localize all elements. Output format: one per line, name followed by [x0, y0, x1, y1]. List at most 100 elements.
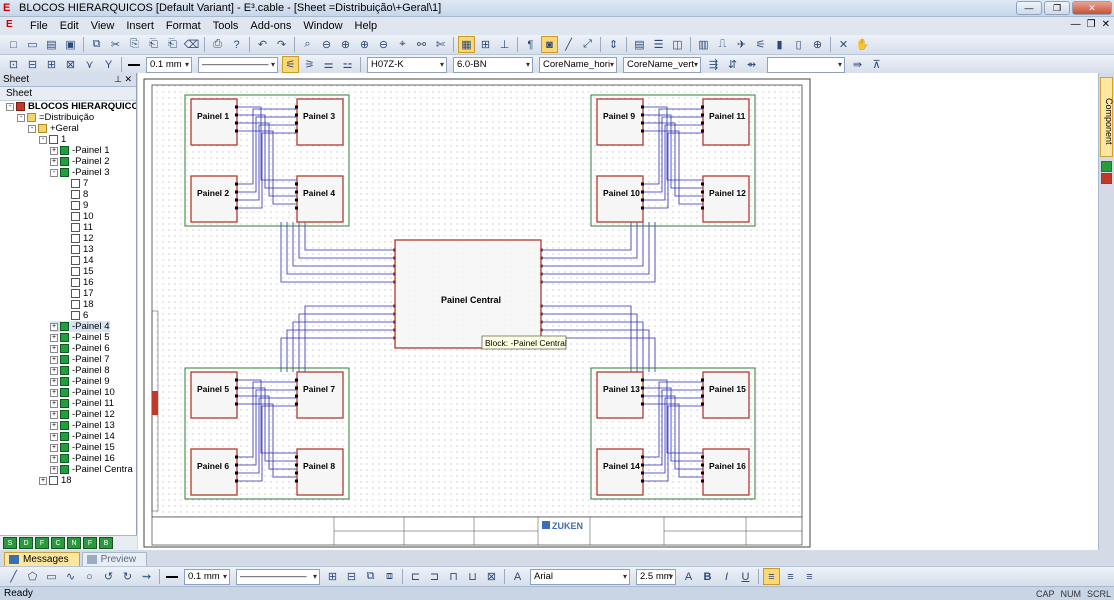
hierarchical-block[interactable]: Painel 7	[295, 371, 344, 419]
panel-tab-net-icon[interactable]: N	[67, 537, 81, 549]
bottom-line-width-select[interactable]: 0.1 mm▾	[184, 568, 230, 585]
align-text-right-icon[interactable]: ≡	[806, 570, 813, 583]
tree-item[interactable]: 11	[61, 222, 93, 233]
select-mode-icon[interactable]: ◙	[541, 36, 558, 53]
expand-icon[interactable]: +	[50, 443, 58, 452]
menu-tools[interactable]: Tools	[212, 20, 239, 32]
draw-rectangle-icon[interactable]: ▭	[46, 571, 57, 583]
align-right-icon[interactable]: ⊐	[429, 571, 440, 583]
block-tool-2-icon[interactable]: ⊟	[27, 59, 38, 71]
tree-item[interactable]: +-Painel 15	[50, 442, 115, 453]
open-recent-icon[interactable]: ▤	[46, 39, 57, 51]
tree-item[interactable]: -1	[39, 134, 66, 145]
hierarchical-block[interactable]: Painel 10	[596, 175, 644, 223]
zoom-in-icon[interactable]: ⊕	[359, 39, 370, 51]
open-folder-icon[interactable]: ▭	[27, 39, 38, 51]
tree-item[interactable]: 7	[61, 178, 88, 189]
tree-item[interactable]: 9	[61, 200, 88, 211]
panel-tab-device-icon[interactable]: D	[19, 537, 33, 549]
new-file-icon[interactable]: □	[10, 38, 17, 51]
help-icon[interactable]: ?	[233, 38, 240, 51]
hierarchical-block[interactable]: Painel 8	[295, 448, 344, 496]
collapse-icon[interactable]: -	[39, 135, 47, 144]
expand-icon[interactable]: +	[50, 377, 58, 386]
undo-icon[interactable]: ↶	[257, 39, 268, 51]
delete-icon[interactable]: ⌫	[183, 39, 200, 51]
expand-icon[interactable]: +	[39, 476, 47, 485]
tree-item[interactable]: +-Painel 8	[50, 365, 110, 376]
expand-icon[interactable]: +	[50, 388, 58, 397]
route-icon[interactable]: ⇶	[708, 59, 719, 71]
hierarchical-block[interactable]: Painel 3	[295, 98, 344, 146]
expand-icon[interactable]: +	[50, 355, 58, 364]
hierarchical-block[interactable]: Painel 14	[596, 448, 644, 496]
tree-item[interactable]: 16	[61, 277, 94, 288]
pin-icon[interactable]: ⊥ ✕	[114, 74, 132, 84]
filter-icon[interactable]: ⋎	[85, 59, 94, 71]
hierarchical-block[interactable]: Painel 11	[701, 98, 750, 146]
group-icon[interactable]: ⊞	[327, 571, 338, 583]
draw-arc-icon[interactable]: ∿	[65, 571, 76, 583]
central-block[interactable]: Painel Central	[394, 239, 542, 349]
panel-tab-block-icon[interactable]: B	[99, 537, 113, 549]
panel-tab-field-icon[interactable]: F	[35, 537, 49, 549]
tree-item[interactable]: +-Painel 7	[50, 354, 110, 365]
tree-item[interactable]: +-Painel 1	[50, 145, 110, 156]
tree-item[interactable]: 17	[61, 288, 94, 299]
expand-icon[interactable]: +	[50, 432, 58, 441]
expand-icon[interactable]: +	[50, 399, 58, 408]
align-top-icon[interactable]: ⊓	[449, 571, 458, 583]
tree-item[interactable]: +-Painel 6	[50, 343, 110, 354]
attribute-apply-icon[interactable]: ⇛	[852, 59, 863, 71]
italic-button[interactable]: I	[724, 570, 729, 583]
font-select[interactable]: Arial▾	[530, 568, 630, 585]
snap-icon[interactable]: ⊞	[480, 39, 491, 51]
menu-edit[interactable]: Edit	[59, 20, 79, 32]
arrow-double-icon[interactable]: ⇕	[608, 39, 619, 51]
cut-icon[interactable]: ✂	[110, 39, 121, 51]
menu-file[interactable]: File	[30, 20, 48, 32]
redo-icon[interactable]: ↷	[276, 39, 287, 51]
tree-item[interactable]: 15	[61, 266, 94, 277]
block-tool-3-icon[interactable]: ⊞	[46, 59, 57, 71]
ungroup-icon[interactable]: ⊟	[346, 571, 357, 583]
font-size-select[interactable]: 2.5 mm▾	[636, 568, 676, 585]
cable-type-select[interactable]: H07Z-K▾	[367, 56, 447, 73]
menu-view[interactable]: View	[90, 20, 115, 32]
hierarchical-block[interactable]: Painel 12	[701, 175, 750, 223]
line-width-select[interactable]: 0.1 mm▾	[146, 56, 192, 73]
mdi-restore-button[interactable]: ❐	[1086, 19, 1096, 30]
tree-item[interactable]: 14	[61, 255, 94, 266]
draw-circle-icon[interactable]: ○	[86, 570, 93, 583]
collapse-icon[interactable]: -	[6, 102, 14, 111]
tree-item[interactable]: +18	[39, 475, 72, 486]
tree-item[interactable]: +-Painel Centra	[50, 464, 133, 475]
print-icon[interactable]: ⎙	[213, 38, 222, 50]
expand-icon[interactable]: +	[50, 421, 58, 430]
hierarchical-block[interactable]: Painel 1	[190, 98, 238, 146]
tree-item[interactable]: -=Distribuição	[17, 112, 94, 123]
paste-special-icon[interactable]: ⎗	[168, 38, 177, 50]
menu-format[interactable]: Format	[165, 20, 201, 32]
tree-item[interactable]: +-Painel 4	[50, 321, 110, 332]
expand-icon[interactable]: +	[50, 333, 58, 342]
hierarchical-block[interactable]: Painel 16	[701, 448, 750, 496]
align-remove-icon[interactable]: ⊠	[486, 571, 497, 583]
tree-item[interactable]: 18	[61, 299, 94, 310]
copy-sheet-icon[interactable]: ⧉	[92, 38, 101, 50]
zoom-out-icon[interactable]: ⊖	[321, 39, 332, 51]
tree-item[interactable]: +-Painel 11	[50, 398, 114, 409]
tree-item[interactable]: 10	[61, 211, 94, 222]
menu-window[interactable]: Window	[303, 20, 343, 32]
tab-preview[interactable]: Preview	[81, 552, 148, 566]
connect-tool-icon[interactable]: ⤢	[583, 38, 592, 50]
zoom-window-icon[interactable]: ⌕	[304, 38, 311, 50]
panel-tab-signal-icon[interactable]: F	[83, 537, 97, 549]
tree-item[interactable]: 8	[61, 189, 88, 200]
core-name-vert-select[interactable]: CoreName_vert▾	[623, 56, 701, 73]
attribute-select[interactable]: ▾	[767, 56, 845, 73]
draw-polygon-icon[interactable]: ⬠	[27, 571, 38, 583]
expand-icon[interactable]: +	[50, 454, 58, 463]
menu-addons[interactable]: Add-ons	[250, 20, 292, 32]
